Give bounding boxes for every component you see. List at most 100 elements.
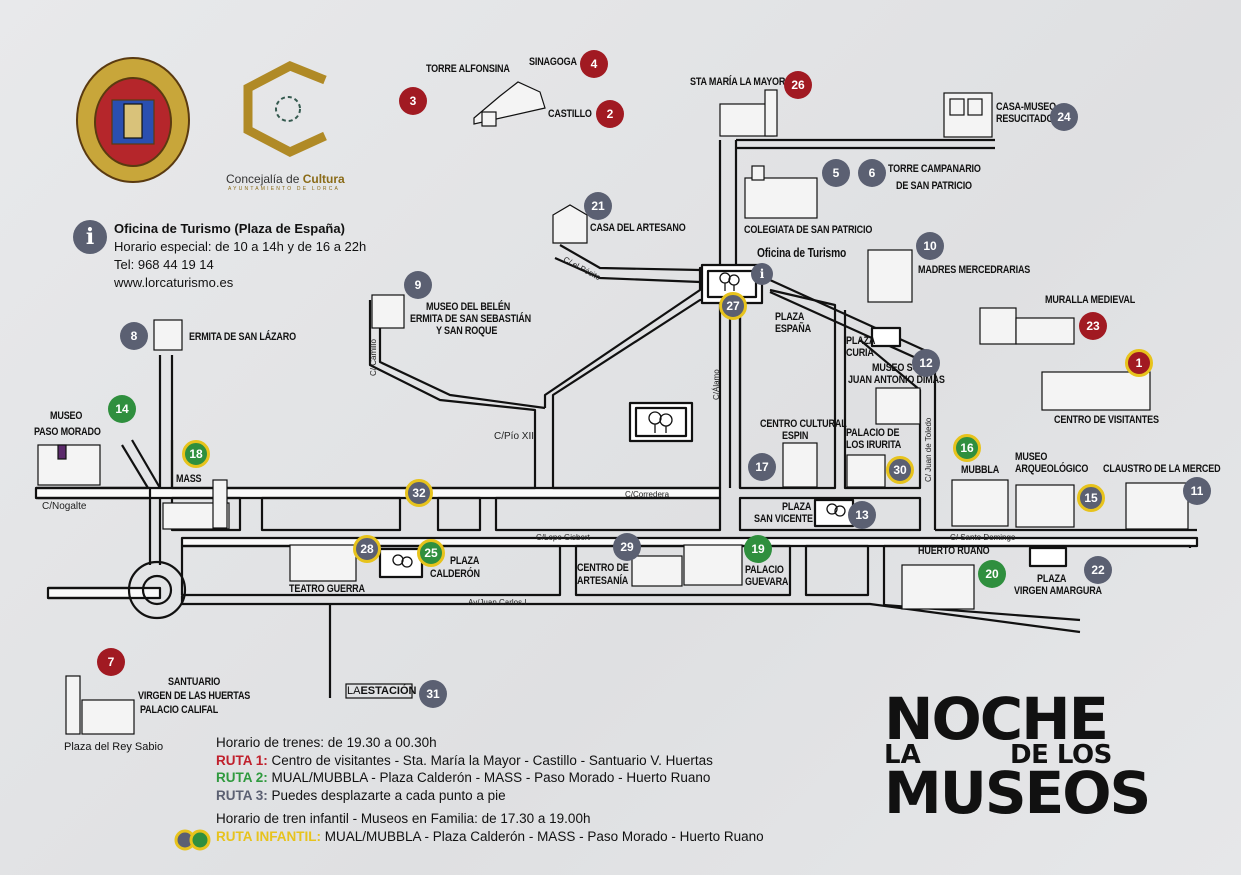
label-palacio-guevara-a: PALACIO: [745, 564, 784, 576]
building-teatro-guerra: [289, 544, 357, 582]
marker-16[interactable]: 16: [953, 434, 981, 462]
marker-7[interactable]: 7: [97, 648, 125, 676]
plaza-curia-square: [870, 326, 902, 348]
building-colegiata: [744, 177, 818, 219]
marker-26[interactable]: 26: [784, 71, 812, 99]
label-centro-cultural-a: CENTRO CULTURAL: [760, 418, 847, 430]
marker-32[interactable]: 32: [405, 479, 433, 507]
map-info-icon[interactable]: i: [751, 263, 773, 285]
marker-6[interactable]: 6: [858, 159, 886, 187]
marker-28[interactable]: 28: [353, 535, 381, 563]
label-mubbla: MUBBLA: [961, 464, 1000, 476]
road-alamo: [728, 305, 742, 488]
marker-23[interactable]: 23: [1079, 312, 1107, 340]
road-huerto: [882, 546, 1081, 622]
label-museo-belen-b: ERMITA DE SAN SEBASTIÁN: [410, 313, 532, 325]
label-santuario-b: VIRGEN DE LAS HUERTAS: [138, 690, 251, 702]
concejalia-name: Concejalía de Cultura: [226, 172, 345, 186]
street-alamo: C/Álamo: [712, 369, 721, 400]
marker-30[interactable]: 30: [886, 456, 914, 484]
marker-25[interactable]: 25: [417, 539, 445, 567]
road-sta-maria: [718, 138, 995, 265]
marker-22[interactable]: 22: [1084, 556, 1112, 584]
label-madres: MADRES MERCEDRARIAS: [918, 264, 1031, 276]
label-plaza-rey-sabio: Plaza del Rey Sabio: [64, 741, 164, 753]
label-plaza-san-vicente-b: SAN VICENTE: [754, 513, 813, 525]
info-icon: i: [73, 220, 107, 254]
label-museo-paso-b: PASO MORADO: [34, 426, 101, 438]
marker-9[interactable]: 9: [404, 271, 432, 299]
street-camillo: C/ Camillo: [369, 339, 378, 376]
marker-19[interactable]: 19: [744, 535, 772, 563]
concejalia-logo: [243, 61, 327, 158]
block-14: [843, 310, 922, 490]
marker-12[interactable]: 12: [912, 349, 940, 377]
marker-8[interactable]: 8: [120, 322, 148, 350]
marker-29[interactable]: 29: [613, 533, 641, 561]
label-la-estacion: LAESTACIÓN: [347, 685, 417, 697]
marker-17[interactable]: 17: [748, 453, 776, 481]
tree-icon: [826, 503, 838, 515]
marker-27[interactable]: 27: [719, 292, 747, 320]
block-11: [551, 298, 722, 490]
plaza-calderon-square: [378, 547, 424, 579]
road-outline-4: [48, 586, 130, 600]
marker-4[interactable]: 4: [580, 50, 608, 78]
road-outline-5: [148, 498, 162, 565]
marker-13[interactable]: 13: [848, 501, 876, 529]
marker-15[interactable]: 15: [1077, 484, 1105, 512]
building-museo-belen: [371, 294, 405, 329]
building-museo-arqueologico: [1015, 484, 1075, 528]
marker-31[interactable]: 31: [419, 680, 447, 708]
road-outline-2: [158, 355, 174, 488]
label-torre-campanario-b: DE SAN PATRICIO: [896, 180, 972, 192]
marker-24[interactable]: 24: [1050, 103, 1078, 131]
label-centro-artesania-b: ARTESANÍA: [577, 575, 629, 587]
block-3: [436, 496, 482, 532]
label-centro-artesania-a: CENTRO DE: [577, 562, 629, 574]
marker-3[interactable]: 3: [399, 87, 427, 115]
label-ermita-lazaro: ERMITA DE SAN LÁZARO: [189, 331, 296, 343]
street-juan-toledo: C/ Juan de Toledo: [924, 417, 933, 482]
block-9: [170, 300, 537, 490]
marker-18[interactable]: 18: [182, 440, 210, 468]
building-paso-morado: [37, 444, 101, 486]
marker-2[interactable]: 2: [596, 100, 624, 128]
marker-10[interactable]: 10: [916, 232, 944, 260]
label-palacio-guevara-b: GUEVARA: [745, 576, 789, 588]
legend-child-train-hours: Horario de tren infantil - Museos en Fam…: [216, 811, 591, 826]
label-museo-paso-a: MUSEO: [50, 410, 83, 422]
marker-20[interactable]: 20: [978, 560, 1006, 588]
label-sinagoga: SINAGOGA: [529, 56, 577, 68]
street-lope-gisbert: C/Lope Gisbert: [536, 533, 590, 542]
marker-14[interactable]: 14: [108, 395, 136, 423]
marker-11[interactable]: 11: [1183, 477, 1211, 505]
marker-1[interactable]: 1: [1125, 349, 1153, 377]
label-museo-arq-a: MUSEO: [1015, 451, 1048, 463]
marker-5[interactable]: 5: [822, 159, 850, 187]
label-museo-scout-b: JUAN ANTONIO DIMAS: [848, 374, 945, 386]
building-centro-espin: [782, 442, 818, 488]
label-oficina-turismo: Oficina de Turismo: [757, 246, 847, 260]
label-mass: MASS: [176, 473, 202, 485]
label-plaza-calderon-a: PLAZA: [450, 555, 480, 567]
block-10: [378, 300, 546, 410]
marker-21[interactable]: 21: [584, 192, 612, 220]
road-nogalte: [34, 486, 152, 500]
label-plaza-espana-a: PLAZA: [775, 311, 805, 323]
road-outline-3: [121, 439, 161, 489]
tree-icon: [401, 556, 413, 568]
label-centro-cultural-b: ESPIN: [782, 430, 809, 442]
label-plaza-espana-b: ESPAÑA: [775, 323, 811, 335]
legend: Horario de trenes: de 19.30 a 00.30h RUT…: [216, 734, 764, 845]
building-claustro: [1125, 482, 1189, 530]
tourism-office-web[interactable]: www.lorcaturismo.es: [114, 275, 234, 290]
event-title-line2a: LA: [884, 740, 921, 770]
street-nogalte: C/Nogalte: [42, 501, 87, 512]
label-plaza-calderon-b: CALDERÓN: [430, 568, 480, 580]
tourism-office-phone: Tel: 968 44 19 14: [114, 257, 214, 272]
building-palacio-irurita: [846, 454, 886, 488]
building-madres: [867, 249, 913, 303]
building-muralla: [979, 307, 1017, 345]
roundabout-inner: [141, 574, 173, 606]
